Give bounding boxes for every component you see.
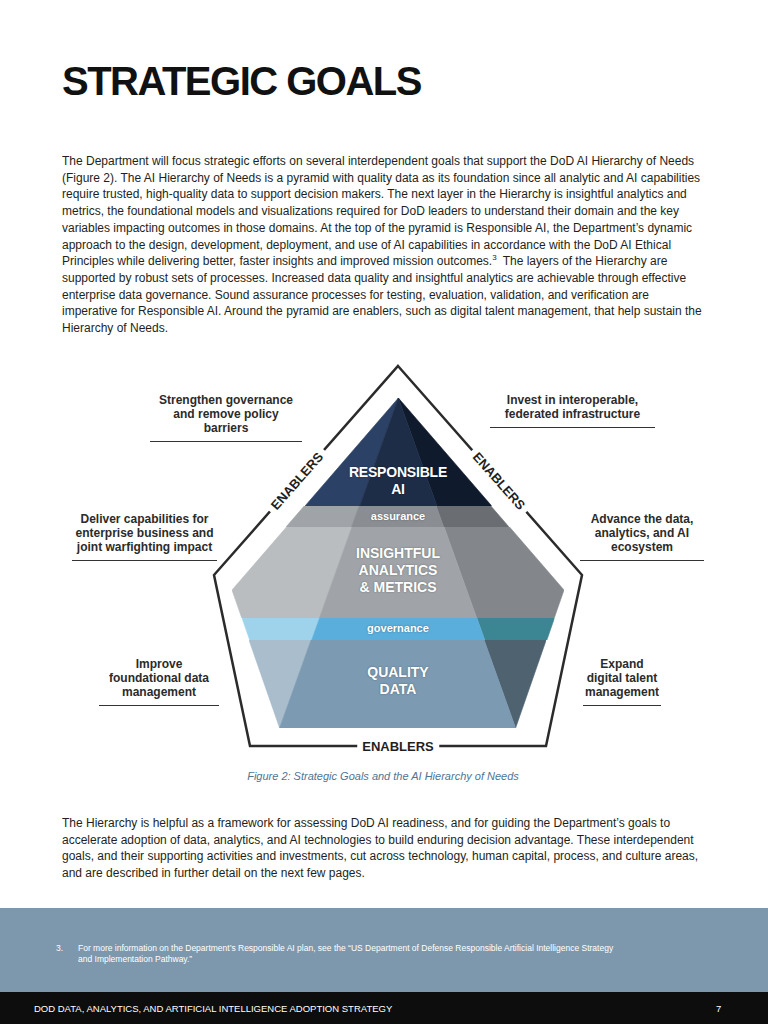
body-paragraph: The Hierarchy is helpful as a framework …	[62, 815, 705, 882]
footnote-text: For more information on the Department’s…	[78, 943, 618, 965]
goal-label: Expand digital talent management	[583, 657, 661, 706]
goal-label: Deliver capabilities for enterprise busi…	[72, 512, 217, 561]
assurance-band: assurance	[286, 506, 509, 527]
responsible-ai-band: RESPONSIBLE AI	[305, 398, 492, 506]
footer-title: DOD DATA, ANALYTICS, AND ARTIFICIAL INTE…	[34, 1003, 392, 1015]
footnote-number: 3.	[56, 943, 63, 954]
footnote-marker: 3	[492, 253, 496, 262]
band-label: QUALITY DATA	[356, 664, 440, 698]
band-label: RESPONSIBLE AI	[342, 464, 454, 497]
governance-band: governance	[242, 618, 555, 640]
analytics-band: INSIGHTFUL ANALYTICS & METRICS	[232, 527, 564, 618]
band-label: INSIGHTFUL ANALYTICS & METRICS	[353, 545, 443, 596]
pyramid-front-face	[280, 527, 516, 618]
footer-bar	[0, 992, 768, 1024]
pyramid-front-face	[280, 618, 516, 640]
page-number: 7	[716, 1003, 721, 1015]
enablers-label: ENABLERS	[357, 738, 439, 755]
pyramid-front-face	[286, 506, 509, 527]
body-paragraph: The Department will focus strategic effo…	[62, 153, 705, 337]
pyramid-front-face	[305, 398, 492, 506]
goal-label: Strengthen governance and remove policy …	[150, 393, 302, 442]
paragraph-text: The Department will focus strategic effo…	[62, 154, 700, 268]
goal-label: Advance the data, analytics, and AI ecos…	[580, 512, 704, 561]
footnote-band	[0, 908, 768, 992]
quality-data-band: QUALITY DATA	[249, 640, 546, 728]
goal-label: Invest in interoperable, federated infra…	[490, 393, 655, 428]
figure-caption: Figure 2: Strategic Goals and the AI Hie…	[0, 770, 766, 782]
goal-label: Improve foundational data management	[99, 657, 219, 706]
pyramid-front-face	[280, 640, 516, 728]
page-title: STRATEGIC GOALS	[62, 58, 421, 104]
enablers-pentagon	[214, 366, 582, 746]
band-label: assurance	[353, 510, 443, 523]
band-label: governance	[353, 622, 443, 635]
